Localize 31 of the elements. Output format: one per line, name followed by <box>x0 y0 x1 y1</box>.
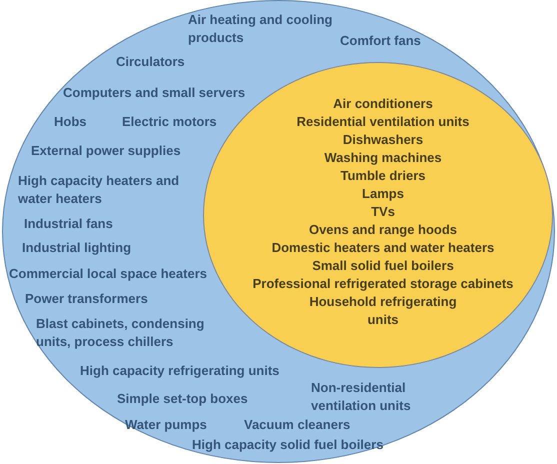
product-category-label: Residential ventilation units <box>296 113 470 131</box>
product-category-label: Water pumps <box>125 416 207 434</box>
product-category-label: High capacity heaters and water heaters <box>18 172 180 208</box>
product-category-label: Power transformers <box>25 290 148 308</box>
product-category-label: Small solid fuel boilers <box>312 257 454 275</box>
product-category-label: Washing machines <box>324 149 442 167</box>
product-category-label: Air heating and cooling products <box>188 11 334 47</box>
product-category-label: Non-residential ventilation units <box>311 379 412 415</box>
product-category-label: Computers and small servers <box>63 84 246 102</box>
product-category-label: Blast cabinets, condensing units, process chillers <box>36 315 206 351</box>
product-category-label: Industrial fans <box>24 215 113 233</box>
product-category-label: Domestic heaters and water heaters <box>272 239 494 257</box>
product-category-label: Ovens and range hoods <box>308 221 458 239</box>
product-category-label: Simple set-top boxes <box>117 390 248 408</box>
product-category-label: TVs <box>371 203 395 221</box>
product-category-label: Commercial local space heaters <box>9 265 207 283</box>
product-category-label: Household refrigerating units <box>308 293 458 329</box>
product-category-label: Tumble driers <box>340 167 426 185</box>
product-category-label: Air conditioners <box>333 95 433 113</box>
product-category-label: Professional refrigerated storage cabinets <box>252 275 514 293</box>
product-category-label: External power supplies <box>31 142 181 160</box>
product-category-label: Circulators <box>116 53 185 71</box>
product-category-label: Comfort fans <box>340 32 421 50</box>
product-category-label: Industrial lighting <box>22 239 132 257</box>
product-category-label: High capacity refrigerating units <box>80 362 280 380</box>
product-category-label: Dishwashers <box>342 131 424 149</box>
product-category-label: Electric motors <box>122 113 217 131</box>
product-category-label: Hobs <box>54 113 86 131</box>
product-category-label: Lamps <box>362 185 404 203</box>
product-category-label: High capacity solid fuel boilers <box>192 436 384 454</box>
product-category-label: Vacuum cleaners <box>244 416 350 434</box>
